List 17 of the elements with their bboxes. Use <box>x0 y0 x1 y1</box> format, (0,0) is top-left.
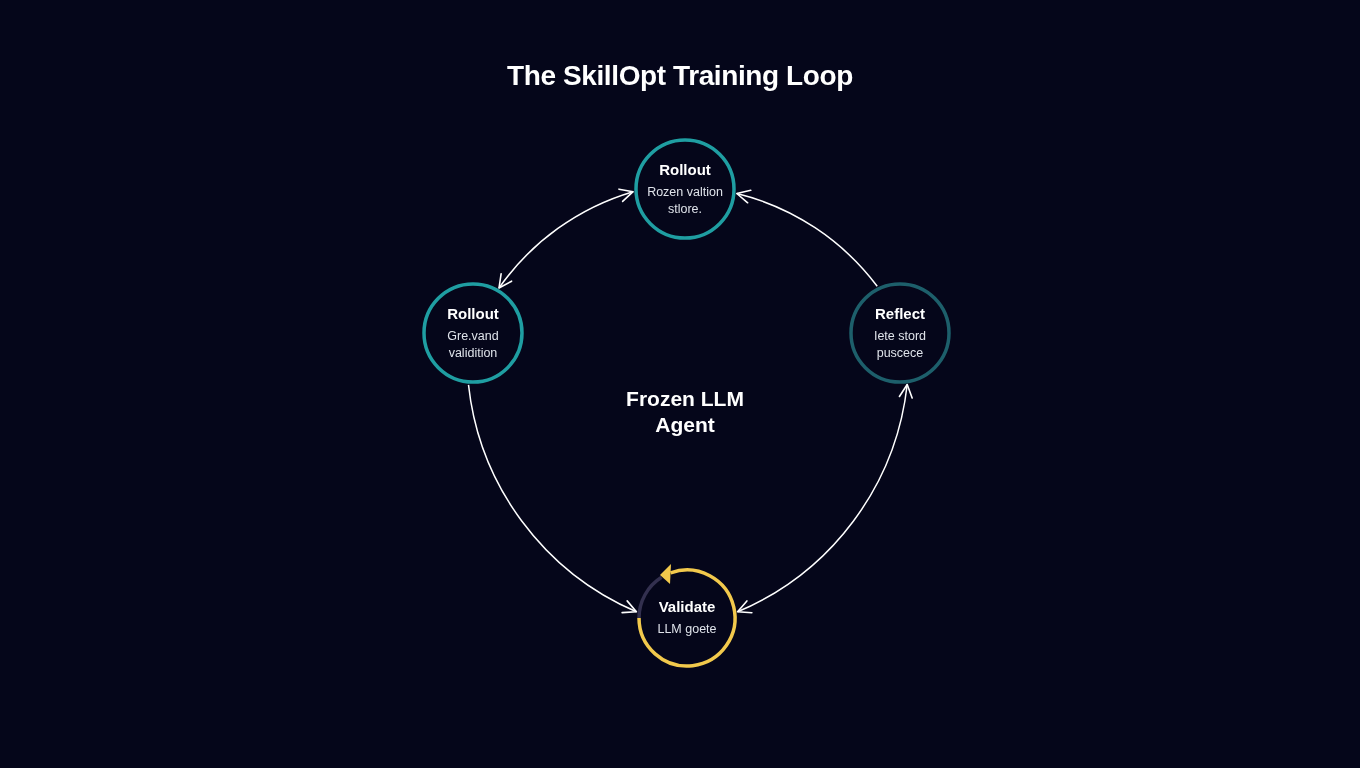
step-circle <box>849 282 951 384</box>
step-description: LLM goete <box>656 621 718 638</box>
step-description: Rozen valtion stlore. <box>646 183 724 218</box>
center-label: Frozen LLM Agent <box>625 386 745 438</box>
step-title: Rollout <box>447 304 499 323</box>
arrow <box>467 384 638 613</box>
step-title: Reflect <box>875 304 925 323</box>
step-circle <box>634 138 736 240</box>
step-description: Gre.vand validition <box>446 327 500 362</box>
double-headed-arrow <box>736 383 913 613</box>
step-title: Validate <box>658 598 716 616</box>
arrow <box>736 190 878 288</box>
step-circle <box>422 282 524 384</box>
diagram-title: The SkillOpt Training Loop <box>507 59 853 93</box>
double-headed-arrow <box>498 189 634 289</box>
step-description: Iete stord puscece <box>872 327 928 362</box>
step-title: Rollout <box>659 160 711 179</box>
